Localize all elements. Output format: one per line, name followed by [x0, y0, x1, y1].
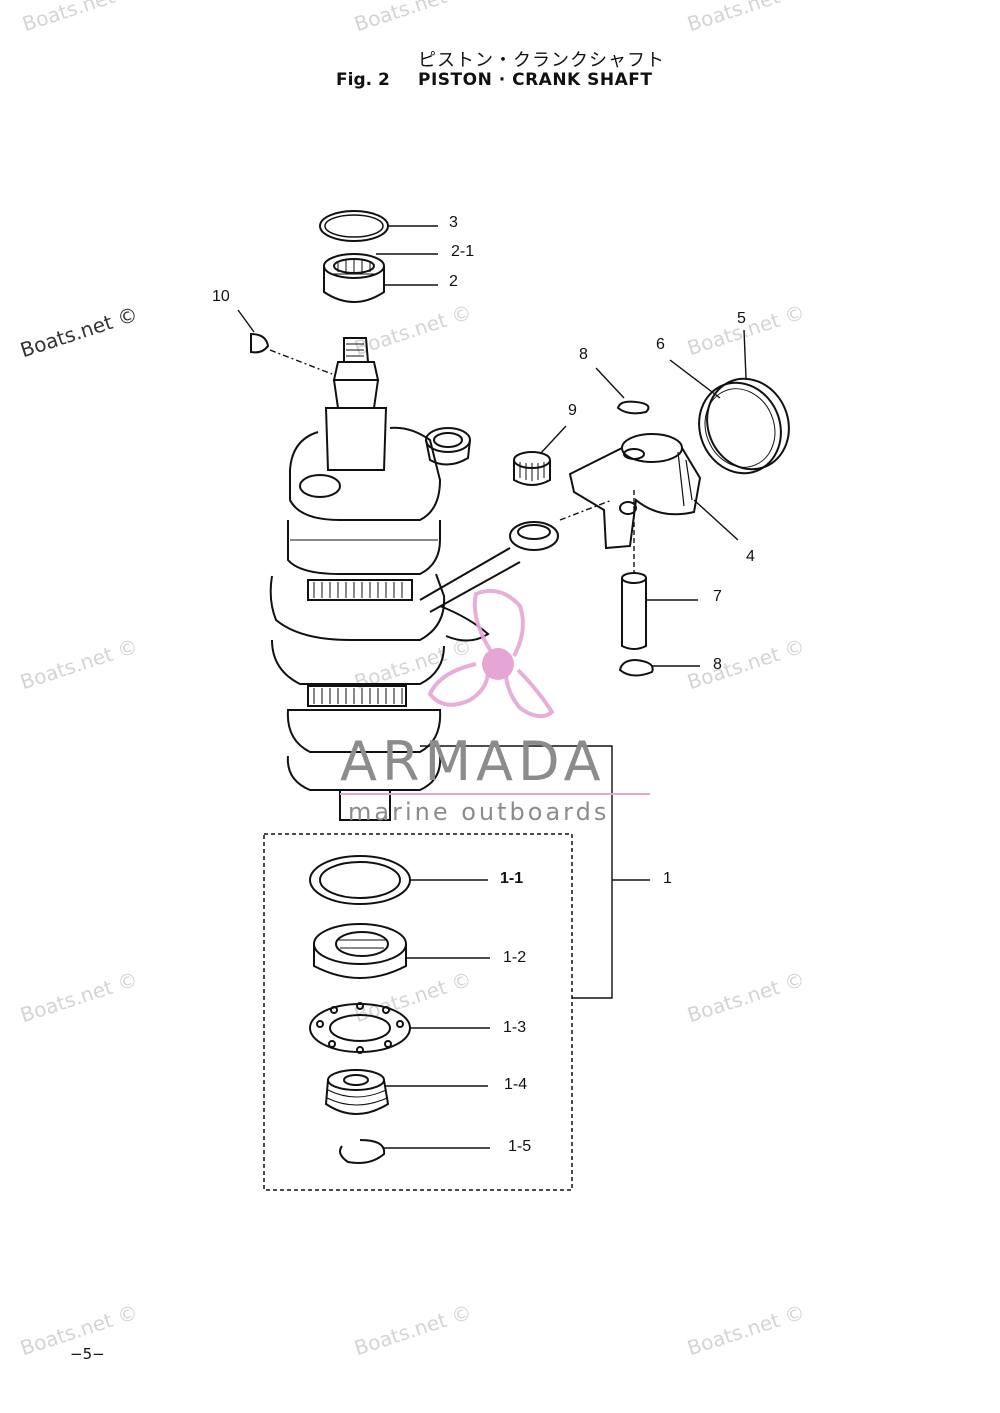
brand-tagline: marine outboards [348, 798, 610, 826]
callout-1-2: 1-2 [503, 949, 527, 966]
part-3-ring [319, 210, 389, 242]
part-1-1-seal [309, 855, 411, 905]
callout-8-upper: 8 [579, 346, 588, 363]
propeller-hub [482, 648, 514, 680]
page-number: −5− [70, 1345, 105, 1363]
part-1-2-bearing [313, 923, 407, 979]
callout-2: 2 [449, 273, 458, 290]
part-1-3-plate [309, 1002, 411, 1054]
part-1-4-housing [324, 1069, 390, 1115]
callout-1-1: 1-1 [500, 870, 524, 887]
callout-10: 10 [212, 288, 230, 305]
part-8-clip-lower [618, 659, 654, 677]
callout-1-4: 1-4 [504, 1076, 528, 1093]
part-9-bearing [513, 451, 551, 486]
callout-3: 3 [449, 214, 458, 231]
propeller-logo [427, 589, 555, 719]
callout-1-5: 1-5 [508, 1138, 532, 1155]
callout-7: 7 [713, 588, 722, 605]
part-1-5-circlip [339, 1139, 386, 1164]
callout-9: 9 [568, 402, 577, 419]
part-7-pin [621, 572, 647, 650]
callout-2-1: 2-1 [451, 243, 475, 260]
callout-1: 1 [663, 870, 672, 887]
callout-6: 6 [656, 336, 665, 353]
part-10-key [250, 332, 270, 354]
part-2-bearing [323, 253, 385, 303]
part-8-clip-upper [616, 400, 650, 415]
crank-shaft [269, 337, 559, 821]
callout-4: 4 [746, 548, 755, 565]
figure-title: PISTON · CRANK SHAFT [418, 70, 653, 90]
callout-1-3: 1-3 [503, 1019, 527, 1036]
brand-watermark: ARMADA [340, 730, 606, 793]
kit-group-box [263, 833, 573, 1191]
part-5-6-rings [698, 377, 790, 475]
callout-8-lower: 8 [713, 656, 722, 673]
callout-5: 5 [737, 310, 746, 327]
figure-label: Fig. 2 [336, 70, 390, 90]
part-4-piston [568, 433, 702, 550]
